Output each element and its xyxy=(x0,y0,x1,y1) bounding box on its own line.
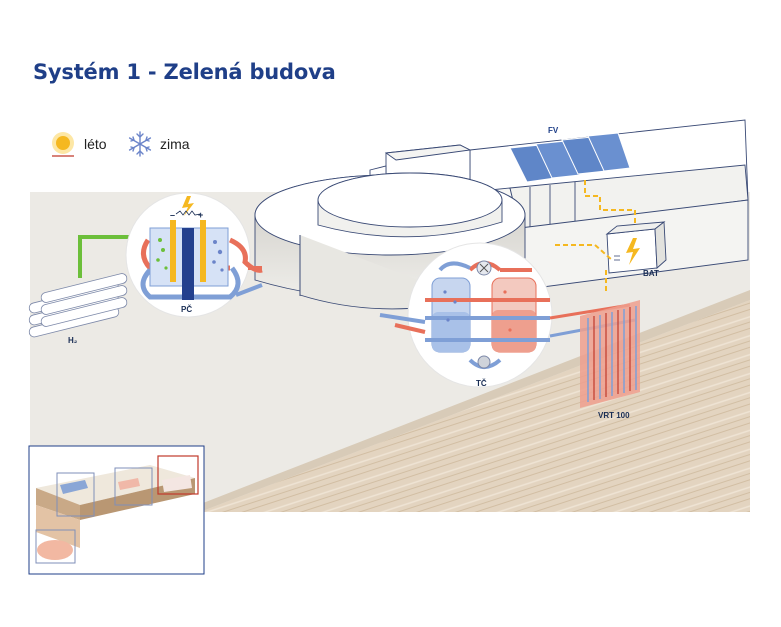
battery-label: BAT xyxy=(643,269,659,278)
power-lines xyxy=(555,180,636,292)
legend-winter: zima xyxy=(126,130,190,158)
fuel-cell: – + xyxy=(125,192,263,318)
borehole xyxy=(580,300,640,408)
overview-minimap xyxy=(28,445,205,575)
svg-text:–: – xyxy=(170,210,175,220)
legend-summer: léto xyxy=(50,130,107,158)
sun-icon xyxy=(52,132,74,157)
hydrogen-label: H₂ xyxy=(68,336,78,345)
heat-pump xyxy=(407,242,553,388)
lightning-icon xyxy=(626,238,640,265)
svg-text:+: + xyxy=(198,210,203,220)
borehole-label: VRT 100 xyxy=(598,411,630,420)
legend-summer-label: léto xyxy=(84,136,107,152)
lightning-icon xyxy=(182,196,194,216)
page-title: Systém 1 - Zelená budova xyxy=(33,60,336,84)
pv-panels xyxy=(509,132,631,183)
fuel-cell-label: PČ xyxy=(181,305,192,314)
battery xyxy=(605,221,667,274)
snowflake-icon xyxy=(128,131,152,157)
legend-winter-label: zima xyxy=(160,136,190,152)
hydrogen-tanks xyxy=(28,273,128,338)
heat-pump-label: TČ xyxy=(476,379,487,388)
pv-label: FV xyxy=(548,126,559,135)
